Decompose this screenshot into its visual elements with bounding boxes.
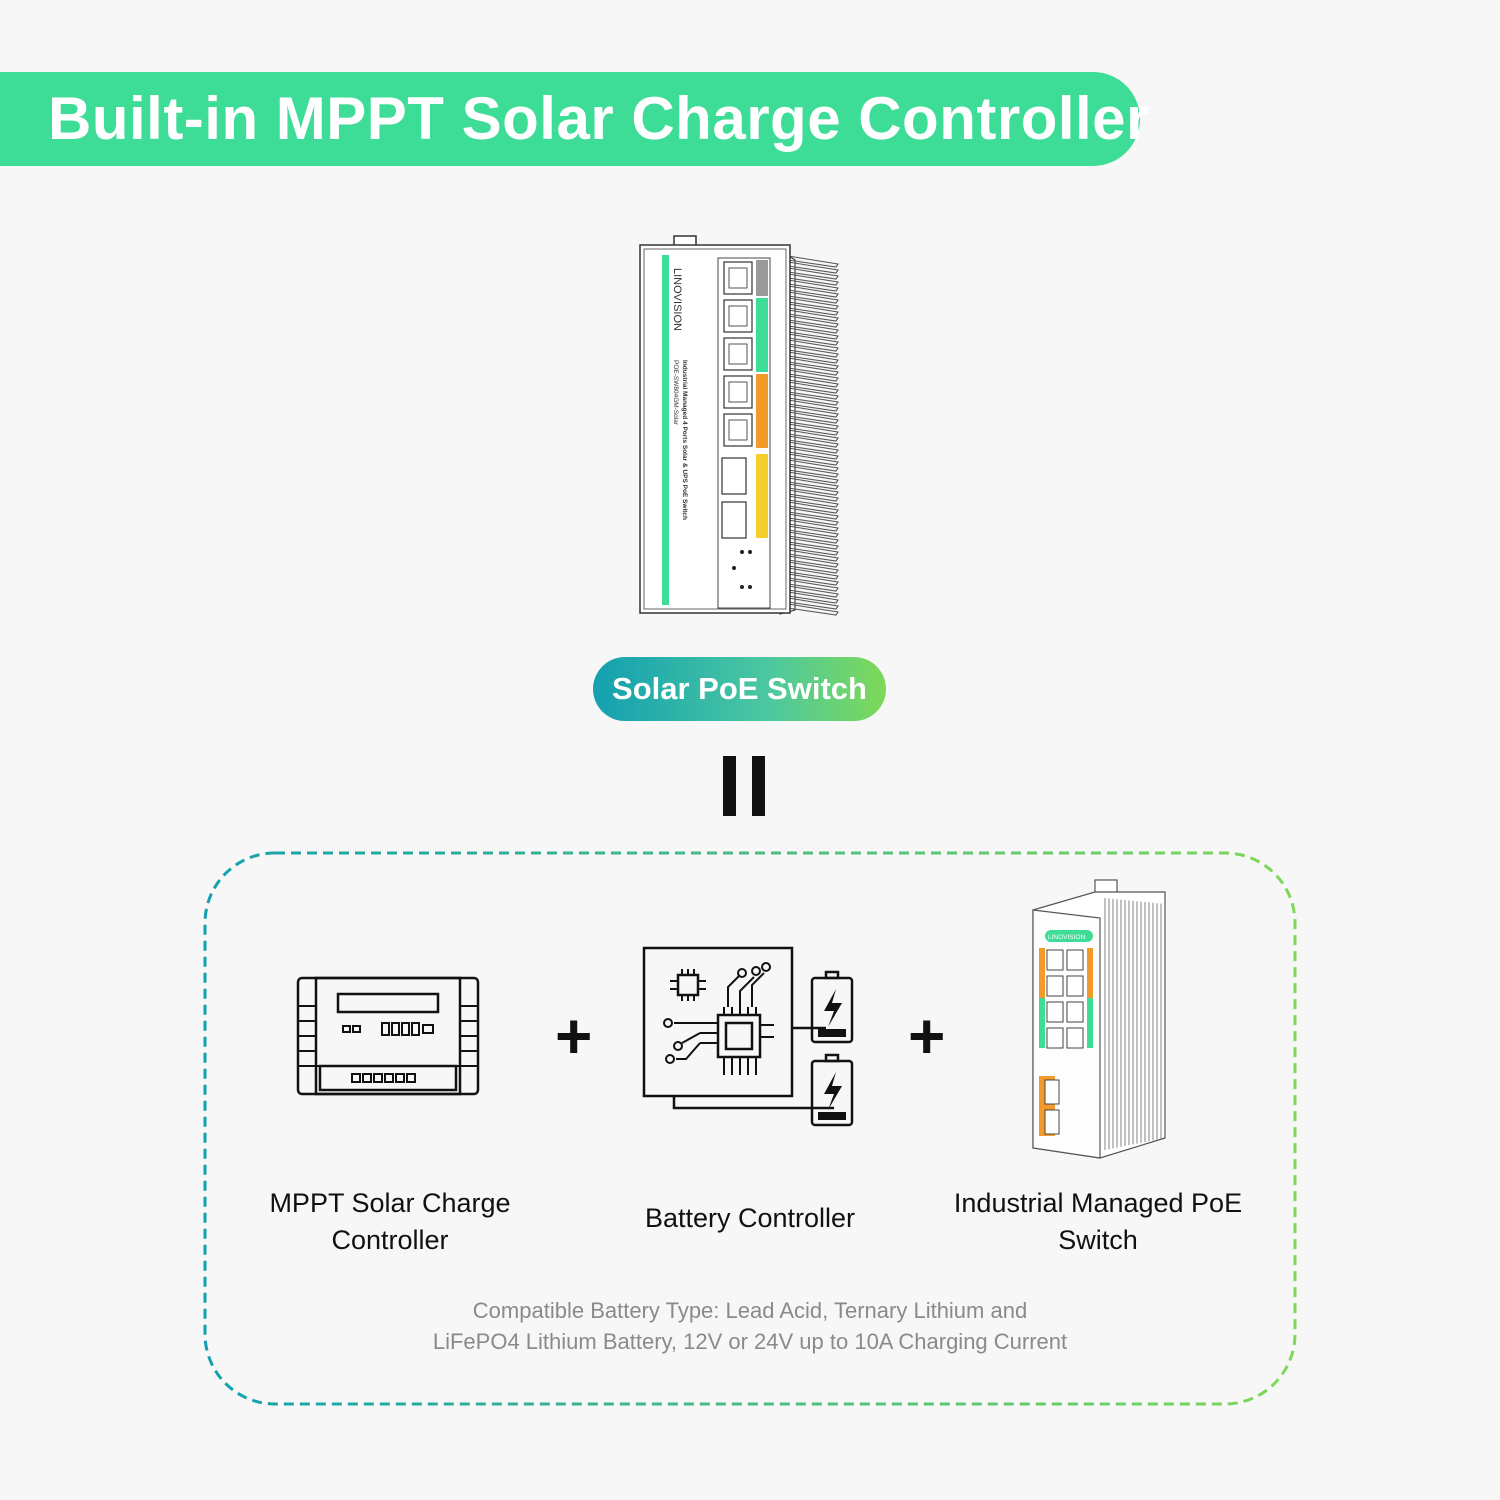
plus-sign-2: + <box>908 1000 946 1072</box>
product-description: Industrial Managed 4 Ports Solar & UPS P… <box>681 360 688 520</box>
poe-label-line1: Industrial Managed PoE <box>953 1188 1243 1218</box>
note-line1: Compatible Battery Type: Lead Acid, Tern… <box>472 1298 1028 1323</box>
poe-label-line2: Switch <box>1058 1225 1138 1255</box>
switch-brand-text: LINOVISION <box>1048 934 1086 941</box>
components-frame <box>203 851 1297 1406</box>
solar-poe-switch-pill: Solar PoE Switch <box>593 657 886 721</box>
page-title: Built-in MPPT Solar Charge Controller <box>48 85 1150 152</box>
battery-controller-label: Battery Controller <box>644 1203 856 1233</box>
mppt-label-line2: Controller <box>331 1225 449 1255</box>
mppt-label-line1: MPPT Solar Charge <box>269 1188 511 1218</box>
poe-switch-icon: LINOVISION <box>1032 879 1166 1159</box>
poe-switch-label: Industrial Managed PoE Switch <box>940 1185 1256 1259</box>
pill-label: Solar PoE Switch <box>612 671 867 706</box>
title-banner <box>0 72 1140 166</box>
solar-poe-switch-illustration: LINOVISION Industrial Managed 4 Ports So… <box>639 235 839 616</box>
battery-compatibility-note: Compatible Battery Type: Lead Acid, Tern… <box>300 1295 1200 1357</box>
battery-controller-icon <box>642 946 854 1127</box>
brand-text: LINOVISION <box>671 268 683 331</box>
product-model: POE-SW804GM-Solar <box>672 360 679 426</box>
mppt-controller-label: MPPT Solar Charge Controller <box>245 1185 535 1259</box>
note-line2: LiFePO4 Lithium Battery, 12V or 24V up t… <box>432 1329 1068 1354</box>
equals-sign <box>723 756 765 816</box>
plus-sign-1: + <box>555 1000 593 1072</box>
solar-charge-controller-icon <box>296 976 480 1096</box>
